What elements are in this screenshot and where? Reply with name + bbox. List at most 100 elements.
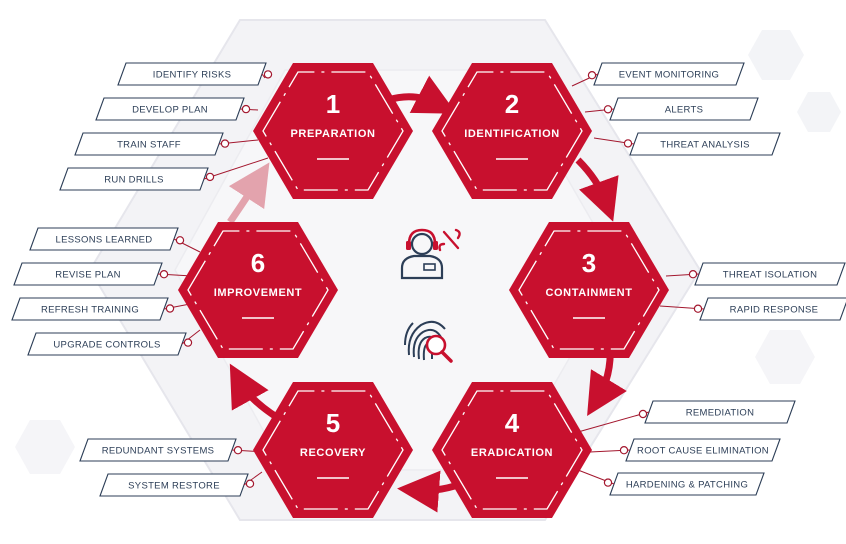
hexagon-dashed-outline: [262, 71, 404, 191]
support-agent-icon: [400, 228, 461, 280]
callout-alerts: ALERTS: [584, 97, 759, 121]
callout-node-dot: [175, 236, 185, 245]
callout-node-dot: [603, 105, 613, 114]
stage-name: RECOVERY: [300, 447, 366, 459]
callout-redundant-systems: REDUNDANT SYSTEMS: [79, 438, 267, 462]
callout-refresh-training: REFRESH TRAINING: [11, 297, 191, 321]
callout-box: [74, 132, 224, 156]
callout-text: ROOT CAUSE ELIMINATION: [637, 446, 769, 457]
callout-connector: [261, 73, 266, 79]
callout-node-dot: [183, 338, 193, 347]
callout-box: [699, 297, 846, 321]
callout-box: [95, 97, 245, 121]
callout-text: REDUNDANT SYSTEMS: [102, 446, 215, 457]
callout-threat-isolation: THREAT ISOLATION: [665, 262, 846, 286]
stage-hexagons: 1PREPARATION2IDENTIFICATION3CONTAINMENT4…: [178, 63, 669, 518]
callout-box: [629, 132, 781, 156]
callout-node-dot: [233, 446, 243, 455]
callout-node-dot: [587, 70, 597, 80]
stage-number: 5: [326, 408, 340, 438]
callout-box: [59, 167, 209, 191]
callout-connector: [203, 157, 269, 180]
callout-text: REFRESH TRAINING: [41, 305, 139, 316]
callout-box: [609, 97, 759, 121]
stage-number: 6: [251, 248, 265, 278]
callout-node-dot: [623, 139, 633, 148]
callout-box: [29, 227, 179, 251]
callout-box: [609, 472, 765, 496]
fingerprint-search-icon: [404, 320, 453, 363]
callout-text: DEVELOP PLAN: [132, 105, 208, 116]
cycle-arrows: [227, 75, 627, 513]
callout-box: [625, 438, 781, 462]
callout-node-dot: [693, 304, 703, 313]
hexagon-shape: [509, 222, 669, 358]
callout-revise-plan: REVISE PLAN: [13, 262, 193, 286]
callout-node-dot: [619, 446, 629, 455]
stage-number: 4: [505, 408, 520, 438]
hexagon-shape: [432, 382, 592, 518]
arrow-6-to-1: [227, 162, 270, 224]
arrow-5-to-6: [229, 363, 280, 421]
callout-text: TRAIN STAFF: [117, 140, 181, 151]
callout-threat-analysis: THREAT ANALYSIS: [593, 132, 781, 156]
callout-text: UPGRADE CONTROLS: [53, 340, 160, 351]
callout-text: THREAT ANALYSIS: [660, 140, 750, 151]
callout-text: LESSONS LEARNED: [56, 235, 153, 246]
callout-text: RAPID RESPONSE: [730, 305, 819, 316]
hexagon-dashed-outline: [441, 390, 583, 510]
callout-text: THREAT ISOLATION: [723, 270, 818, 281]
callout-node-dot: [245, 479, 255, 488]
callout-identify-risks: IDENTIFY RISKS: [117, 62, 273, 86]
hexagon-shape: [253, 63, 413, 199]
callout-root-cause-elimination: ROOT CAUSE ELIMINATION: [589, 438, 781, 462]
stage-name: ERADICATION: [471, 447, 553, 459]
callout-node-dot: [688, 270, 698, 279]
callout-train-staff: TRAIN STAFF: [74, 132, 259, 156]
callout-upgrade-controls: UPGRADE CONTROLS: [27, 329, 201, 356]
hexagon-dashed-outline: [441, 71, 583, 191]
callout-box: [694, 262, 846, 286]
callout-box: [13, 262, 163, 286]
hexagon-shape: [432, 63, 592, 199]
callout-node-dot: [638, 409, 648, 419]
callout-labels: IDENTIFY RISKS DEVELOP PLAN TRAIN STAFF RUN…: [11, 62, 846, 497]
arrow-2-to-3: [575, 157, 619, 222]
callout-node-dot: [220, 139, 230, 148]
hexagon-dashed-outline: [518, 230, 660, 350]
callout-run-drills: RUN DRILLS: [59, 157, 269, 191]
hexagon-dashed-outline: [262, 390, 404, 510]
callout-node-dot: [263, 70, 273, 79]
callout-text: ALERTS: [665, 105, 704, 116]
callout-node-dot: [205, 172, 215, 182]
callout-rapid-response: RAPID RESPONSE: [659, 297, 846, 321]
callout-text: REMEDIATION: [686, 408, 755, 419]
callout-text: IDENTIFY RISKS: [153, 70, 231, 81]
callout-box: [644, 400, 796, 424]
stage-name: PREPARATION: [290, 128, 375, 140]
stage-number: 1: [326, 89, 340, 119]
callout-node-dot: [159, 270, 169, 279]
callout-node-dot: [603, 478, 613, 487]
callout-box: [79, 438, 237, 462]
callout-box: [117, 62, 267, 86]
hexagon-shape: [253, 382, 413, 518]
callout-connector: [577, 411, 650, 433]
stage-name: IDENTIFICATION: [464, 128, 560, 140]
callout-box: [27, 332, 187, 356]
hexagon-dashed-outline: [187, 230, 329, 350]
callout-text: RUN DRILLS: [104, 175, 164, 186]
callout-system-restore: SYSTEM RESTORE: [99, 471, 263, 497]
callout-event-monitoring: EVENT MONITORING: [571, 62, 745, 87]
callout-box: [593, 62, 745, 86]
stage-name: IMPROVEMENT: [214, 287, 303, 299]
callout-lessons-learned: LESSONS LEARNED: [29, 227, 201, 253]
callout-node-dot: [165, 304, 175, 313]
stage-number: 3: [582, 248, 596, 278]
callout-node-dot: [241, 104, 251, 114]
